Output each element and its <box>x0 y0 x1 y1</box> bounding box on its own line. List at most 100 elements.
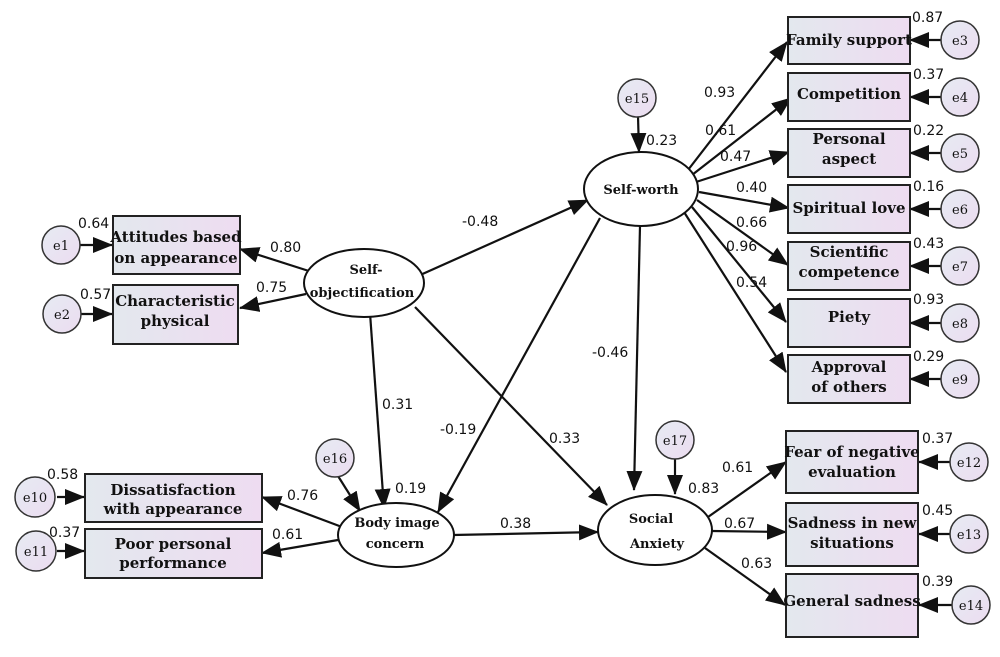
error-label: e1 <box>53 239 69 254</box>
loading-general-sadness: 0.63 <box>741 556 772 572</box>
indicator-label: Sadness in new <box>788 514 918 532</box>
loading-approval: 0.54 <box>736 275 767 291</box>
latent-body-image-concern: Body image concern <box>337 502 455 568</box>
error-label: e3 <box>952 34 968 49</box>
r2-e1: 0.64 <box>78 216 109 232</box>
indicator-competition: Competition <box>787 72 911 122</box>
latent-label: Self- <box>349 263 382 278</box>
indicator-spiritual-love: Spiritual love <box>787 184 911 234</box>
indicator-sadness-new-situations: Sadness in new situations <box>785 502 919 567</box>
loading-fear: 0.61 <box>722 460 753 476</box>
error-e9: e9 <box>940 359 980 399</box>
path-so-bic <box>368 312 391 509</box>
r2-e10: 0.58 <box>47 467 78 483</box>
error-label: e9 <box>952 373 968 388</box>
error-e1: e1 <box>41 225 81 265</box>
coef-sw-sa: -0.46 <box>592 345 628 361</box>
indicator-dissatisfaction: Dissatisfaction with appearance <box>84 473 263 523</box>
loading-personal-aspect: 0.47 <box>720 149 751 165</box>
error-label: e11 <box>24 545 48 560</box>
indicator-label: performance <box>119 554 226 572</box>
error-e4: e4 <box>940 77 980 117</box>
indicator-label: of others <box>811 378 886 396</box>
latent-self-worth: Self-worth <box>583 151 699 227</box>
path-sa-general <box>704 547 786 606</box>
error-label: e4 <box>952 91 968 106</box>
indicator-label: Dissatisfaction <box>110 481 235 499</box>
error-e12: e12 <box>949 442 989 482</box>
error-label: e12 <box>957 456 981 471</box>
r2-self-worth: 0.23 <box>646 133 677 149</box>
error-e11: e11 <box>15 530 57 572</box>
error-label: e13 <box>957 528 981 543</box>
error-e3: e3 <box>940 20 980 60</box>
indicator-general-sadness: General sadness <box>783 573 921 638</box>
indicator-fear-negative-evaluation: Fear of negative evaluation <box>784 430 920 494</box>
path-bic-poor <box>261 538 339 558</box>
error-e5: e5 <box>940 133 980 173</box>
path-sw-sa <box>626 225 643 491</box>
indicator-family-support: Family support <box>786 16 912 65</box>
loading-competition: 0.61 <box>705 123 736 139</box>
indicator-label: physical <box>141 312 210 330</box>
path-sw-scientific <box>696 199 789 266</box>
coef-sw-bic: -0.19 <box>440 422 476 438</box>
indicator-label: Competition <box>797 85 901 103</box>
path-sa-sadness-new <box>711 523 787 540</box>
loading-sadness-new: 0.67 <box>724 516 755 532</box>
latent-label: Social <box>629 512 673 527</box>
error-e8: e8 <box>940 303 980 343</box>
indicator-label: Attitudes based <box>109 228 242 246</box>
path-sw-family <box>687 41 788 171</box>
loading-attitudes: 0.80 <box>270 240 301 256</box>
error-label: e6 <box>952 203 968 218</box>
error-e10: e10 <box>14 476 56 518</box>
path-bic-sa <box>452 524 599 541</box>
loading-characteristic: 0.75 <box>256 280 287 296</box>
indicator-label: aspect <box>822 150 876 168</box>
indicator-characteristic: Characteristic physical <box>112 284 239 345</box>
r2-values: 0.64 0.57 0.58 0.37 0.87 0.37 0.22 0.16 … <box>47 10 953 590</box>
path-so-characteristic <box>239 292 307 312</box>
indicator-label: evaluation <box>808 463 896 481</box>
error-label: e2 <box>54 308 70 323</box>
path-sw-approval <box>683 211 787 373</box>
coef-so-sw: -0.48 <box>462 214 498 230</box>
indicator-label: General sadness <box>783 592 920 610</box>
indicator-poor-performance: Poor personal performance <box>84 528 263 579</box>
path-sw-personal <box>695 150 790 184</box>
indicator-label: competence <box>798 263 899 281</box>
paths <box>57 32 952 613</box>
indicator-label: Characteristic <box>115 292 235 310</box>
error-e16: e16 <box>315 438 355 478</box>
loading-poor-performance: 0.61 <box>272 527 303 543</box>
error-label: e10 <box>23 491 47 506</box>
indicator-label: Poor personal <box>115 535 232 553</box>
indicator-label: Scientific <box>810 243 889 261</box>
indicator-label: Personal <box>812 130 885 148</box>
indicator-label: Fear of negative <box>784 443 919 461</box>
error-e2: e2 <box>42 294 82 334</box>
r2-social-anxiety: 0.83 <box>688 481 719 497</box>
error-label: e14 <box>959 599 983 614</box>
coef-so-bic: 0.31 <box>382 397 413 413</box>
r2-e4: 0.37 <box>913 67 944 83</box>
latent-label: objectification <box>310 286 415 301</box>
path-so-attitudes <box>239 247 313 274</box>
indicator-label: on appearance <box>114 249 237 267</box>
path-so-sw <box>417 198 589 278</box>
error-e7: e7 <box>940 246 980 286</box>
latent-label: concern <box>366 537 425 552</box>
latent-label: Self-worth <box>603 183 679 198</box>
r2-e14: 0.39 <box>922 574 953 590</box>
path-so-sa <box>414 306 608 506</box>
latent-self-objectification: Self- objectification <box>303 248 425 318</box>
error-label: e7 <box>952 260 968 275</box>
error-label: e5 <box>952 147 968 162</box>
indicator-personal-aspect: Personal aspect <box>787 128 911 178</box>
loading-dissatisfaction: 0.76 <box>287 488 318 504</box>
path-sw-spiritual <box>698 190 790 213</box>
path-sa-fear <box>707 461 787 518</box>
latent-label: Body image <box>354 516 439 531</box>
